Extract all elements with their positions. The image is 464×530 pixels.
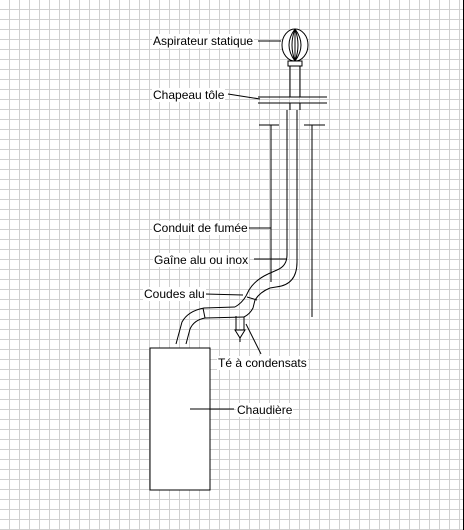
label-chaudiere: Chaudière (236, 403, 294, 417)
aspirateur-statique-shape (281, 28, 309, 97)
label-conduit-de-fumee: Conduit de fumée (152, 221, 249, 235)
conduit-de-fumee-shape (259, 124, 325, 317)
label-coudes-alu: Coudes alu (143, 287, 206, 301)
chapeau-tole-shape (258, 96, 327, 110)
label-gaine: Gaîne alu ou inox (153, 253, 250, 267)
te-a-condensats-shape (234, 316, 246, 342)
label-aspirateur-statique: Aspirateur statique (152, 34, 255, 48)
label-chapeau-tole: Chapeau tôle (152, 88, 226, 102)
gaine-shape (267, 110, 298, 289)
label-te-a-condensats: Té à condensats (217, 356, 308, 370)
chaudiere-shape (149, 347, 211, 491)
coudes-alu-shape (175, 273, 271, 345)
